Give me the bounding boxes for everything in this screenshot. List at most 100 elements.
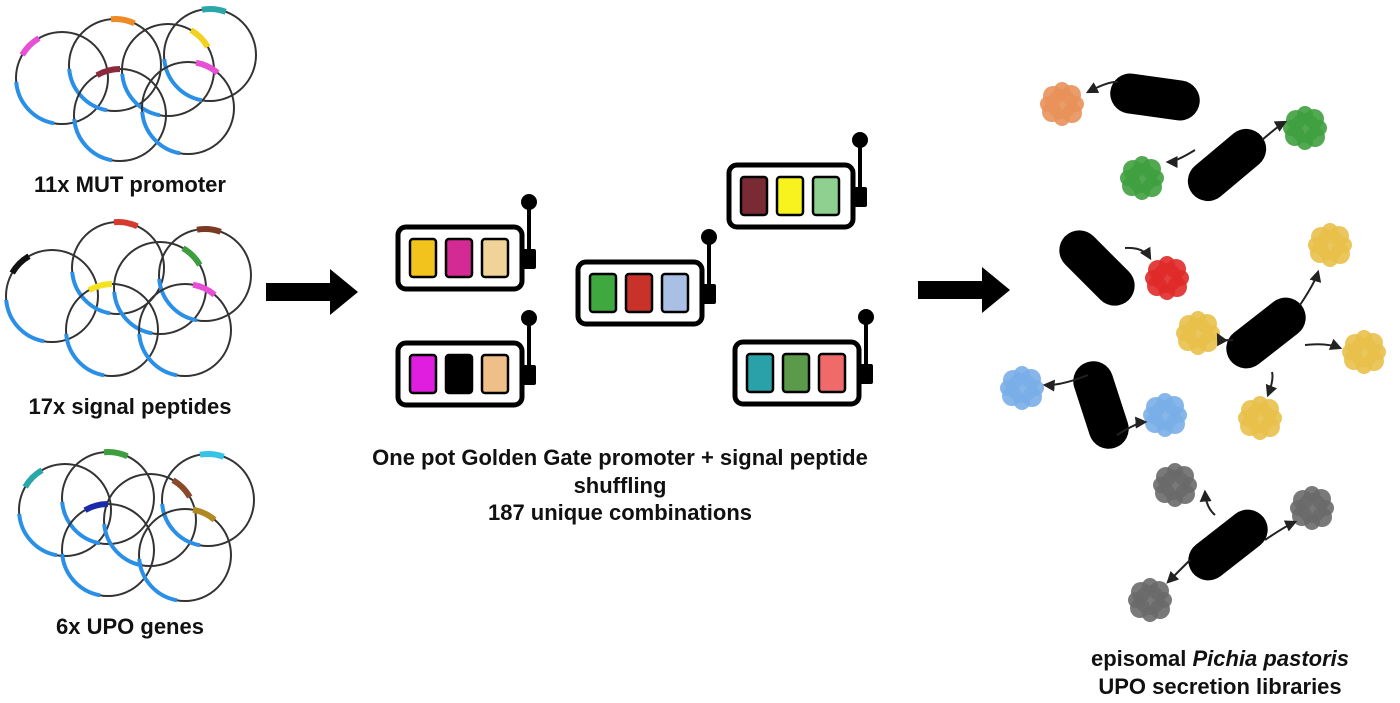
plasmid-backbone (138, 283, 232, 377)
plasmid-backbone (141, 61, 235, 155)
selection-marker-arc (120, 73, 161, 118)
secreted-protein (1143, 393, 1187, 437)
secreted-protein (1000, 366, 1044, 410)
protein-lobe (1356, 358, 1372, 374)
insert-segment-arc (192, 281, 217, 298)
protein-lobe (1171, 407, 1187, 423)
yeast-cell (1188, 509, 1268, 581)
slot-machine-lever-knob (701, 229, 717, 245)
slot-reel (775, 175, 805, 217)
yeast-cell (1187, 128, 1267, 202)
secretion-arrow (1265, 371, 1278, 398)
protein-lobe (1000, 380, 1016, 396)
yeast-cells-and-proteins (1000, 73, 1386, 622)
insert-segment-arc (103, 449, 129, 460)
protein-lobe (1153, 477, 1169, 493)
protein-lobe (1014, 366, 1030, 382)
protein-lobe (1128, 592, 1144, 608)
secreted-protein (1342, 330, 1386, 374)
library-caption-line-2: UPO secretion libraries (1098, 673, 1342, 699)
slot-machine-handle-base (522, 365, 536, 385)
protein-lobe (1252, 424, 1268, 440)
protein-lobe (1159, 284, 1175, 300)
slot-reel (781, 352, 811, 394)
protein-lobe (1266, 410, 1282, 426)
plasmid-backbone (5, 249, 99, 343)
secretion-arrow (1299, 269, 1322, 306)
protein-lobe (1297, 134, 1313, 150)
protein-lobe (1148, 170, 1164, 186)
insert-segment-arc (110, 16, 136, 27)
insert-segment-arc (201, 6, 227, 15)
slot-reel (811, 175, 841, 217)
selection-marker-arc (67, 68, 108, 113)
library-caption-prefix: episomal (1091, 646, 1193, 671)
protein-lobe (1157, 393, 1173, 409)
insert-segment-arc (87, 281, 113, 293)
plasmid-groups (4, 6, 257, 603)
slot-machine-handle-base (859, 364, 873, 384)
slot-machine-lever-knob (521, 310, 537, 326)
golden-gate-caption: One pot Golden Gate promoter + signal pe… (330, 444, 910, 527)
protein-lobe (1342, 344, 1358, 360)
slot-machine-handle-base (702, 284, 716, 304)
secretion-arrow (1166, 559, 1191, 584)
slot-machine-lever-knob (521, 194, 537, 210)
secreted-protein (1283, 106, 1327, 150)
insert-segment-arc (192, 506, 217, 523)
secretion-arrow (1264, 520, 1298, 541)
protein-lobe (1054, 110, 1070, 126)
secretion-arrow (1165, 149, 1196, 168)
insert-segment-arc (22, 467, 44, 489)
slot-machine-handle-base (853, 187, 867, 207)
protein-lobe (1040, 96, 1056, 112)
slot-machine (395, 310, 537, 408)
protein-lobe (1134, 184, 1150, 200)
caption-line-1: One pot Golden Gate promoter + signal pe… (372, 445, 868, 470)
protein-lobe (1322, 223, 1338, 239)
yeast-cell (1226, 297, 1306, 369)
protein-lobe (1238, 410, 1254, 426)
slot-reel (408, 237, 438, 279)
protein-lobe (1159, 256, 1175, 272)
insert-segment-arc (199, 451, 225, 460)
protein-lobe (1014, 394, 1030, 410)
secreted-protein (1308, 223, 1352, 267)
library-caption-line-1: episomal Pichia pastoris (1060, 645, 1380, 673)
slot-reel (408, 353, 438, 395)
protein-lobe (1297, 106, 1313, 122)
selection-marker-arc (140, 111, 181, 156)
secreted-protein (1145, 256, 1189, 300)
slot-reel (817, 352, 847, 394)
protein-lobe (1204, 325, 1220, 341)
protein-lobe (1054, 82, 1070, 98)
secretion-arrow (1261, 120, 1288, 141)
arrow-to-libraries (918, 267, 1010, 313)
organism-name: Pichia pastoris (1192, 646, 1349, 671)
slot-machine-lever-knob (852, 132, 868, 148)
selection-marker-arc (60, 553, 101, 598)
slot-reel (739, 175, 769, 217)
plasmid-cluster (17, 449, 255, 603)
slot-reel (745, 352, 775, 394)
insert-segment-arc (181, 245, 203, 267)
selection-marker-arc (17, 513, 58, 558)
insert-segment-arc (195, 59, 220, 76)
label-upo-genes: 6x UPO genes (56, 614, 204, 639)
caption-line-3: 187 unique combinations (487, 500, 753, 525)
protein-lobe (1190, 311, 1206, 327)
slot-machine-lever-knob (858, 309, 874, 325)
protein-lobe (1156, 592, 1172, 608)
slot-reel (588, 272, 618, 314)
protein-lobe (1176, 325, 1192, 341)
plasmid-cluster (14, 6, 257, 163)
selection-marker-arc (137, 333, 178, 378)
secreted-protein (1120, 156, 1164, 200)
protein-lobe (1142, 578, 1158, 594)
selection-marker-arc (137, 558, 178, 603)
selection-marker-arc (112, 291, 153, 336)
slot-reel (480, 353, 510, 395)
selection-marker-arc (72, 118, 113, 163)
plasmid-backbone (138, 508, 232, 602)
